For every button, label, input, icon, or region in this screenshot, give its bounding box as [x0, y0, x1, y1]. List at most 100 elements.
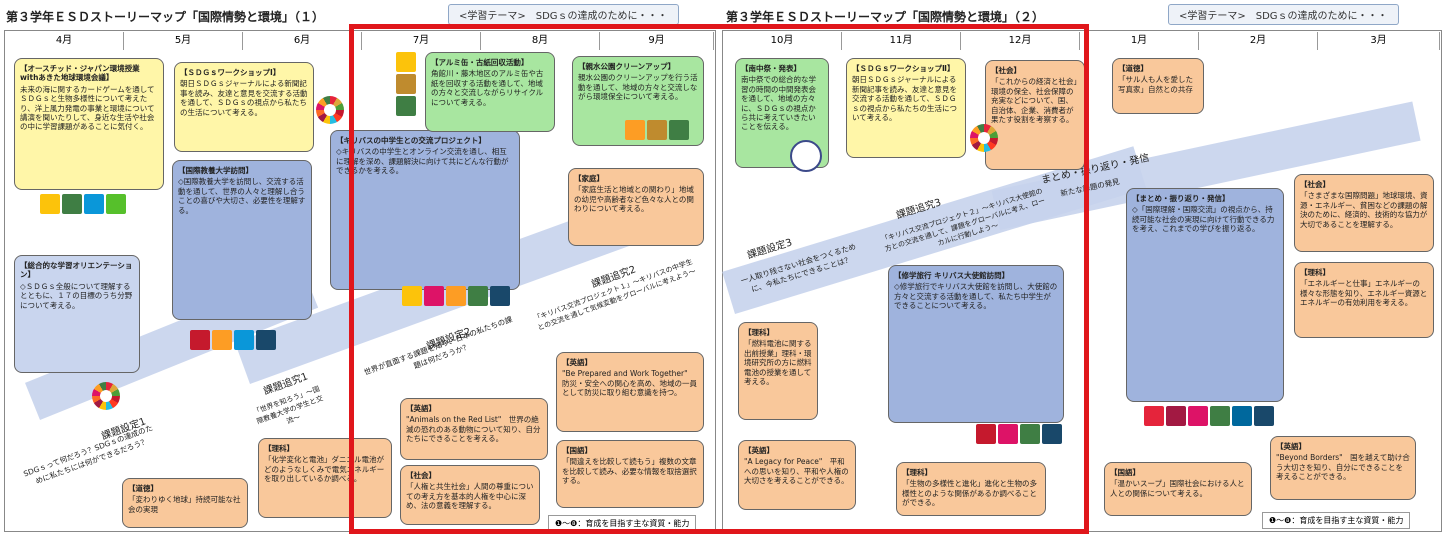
month-10: 10月 [723, 32, 842, 50]
box-body: 南中祭での総合的な学習の時間の中間発表会を通して、地域の方々に、ＳＤＧｓの視点か… [741, 75, 816, 132]
month-7: 7月 [362, 32, 481, 50]
box-ostechid-class: 【オースチッド・ジャパン環境授業withあきた地球環境会議】未来の海に関するカー… [14, 58, 164, 190]
month-9: 9月 [600, 32, 714, 50]
sdg-wheel-icon [970, 124, 998, 152]
box-sdgs-workshop-2: 【ＳＤＧｓワークショップⅡ】朝日ＳＤＧｓジャーナルによる新聞記事を読み、友達と意… [846, 58, 966, 158]
sdg-12-icon [396, 74, 416, 94]
box-head: 【オースチッド・ジャパン環境授業withあきた地球環境会議】 [20, 64, 140, 83]
sdg-11-icon [212, 330, 232, 350]
box-head: 【ＳＤＧｓワークショップⅡ】 [852, 64, 955, 73]
month-3: 3月 [1318, 32, 1440, 50]
month-5: 5月 [124, 32, 243, 50]
sdg-10-icon [998, 424, 1018, 444]
month-12: 12月 [961, 32, 1080, 50]
box-body: ◇「国際理解・国際交流」の視点から、持続可能な社会の実現に向けて行動できる力を考… [1132, 205, 1275, 234]
box-head: 【アルミ缶・古紙回収活動】 [431, 58, 529, 67]
sdg-17-icon [1042, 424, 1062, 444]
month-2: 2月 [1199, 32, 1318, 50]
sdg-10-icon [1188, 406, 1208, 426]
sdg-12-icon [647, 120, 667, 140]
sdg-8-icon [1166, 406, 1186, 426]
box-body: 「燃料電池に関する出前授業」理科・環境研究所の方に燃料電池の授業を通して考える。 [744, 339, 812, 386]
highlight-frame [349, 24, 1089, 534]
sdg-goal-icons [190, 330, 276, 350]
box-head: 【道徳】 [128, 484, 158, 493]
box-social-human-rights: 【社会】「人権と共生社会」人間の尊重についての考え方を基本的人権を中心に深め、法… [400, 465, 540, 525]
box-head: 【まとめ・振り返り・発信】 [1132, 194, 1230, 203]
box-japanese-soup: 【国語】「温かいスープ」国際社会における人と人との関係について考える。 [1104, 462, 1252, 516]
box-head: 【国語】 [562, 446, 592, 455]
sdg-17-icon [490, 286, 510, 306]
sdg-17-icon [256, 330, 276, 350]
box-body: "Be Prepared and Work Together" 防災・安全への関… [562, 369, 697, 398]
box-body: 朝日ＳＤＧｓジャーナルによる新聞記事を読み、友達と意見を交流する活動を通して、Ｓ… [852, 75, 957, 122]
box-head: 【理科】 [744, 328, 774, 337]
box-kiribati-project: 【キリバスの中学生との交流プロジェクト】◇キリバスの中学生とオンライン交流を通し… [330, 130, 520, 290]
box-body: 「人権と共生社会」人間の尊重についての考え方を基本的人権を中心に深め、法の意義を… [406, 482, 534, 511]
sdg-goal-icons [402, 286, 510, 306]
box-head: 【理科】 [1300, 268, 1330, 277]
box-body: ◇キリバスの中学生とオンライン交流を通し、相互に理解を深め、課題解決に向けて共に… [336, 147, 509, 176]
sdg-13-icon [1020, 424, 1040, 444]
sdg-7-icon [402, 286, 422, 306]
sdg-goal-icons [396, 52, 416, 116]
box-body: ◇修学旅行でキリバス大使館を訪問し、大使館の方々と交流する活動を通して、私たち中… [894, 282, 1058, 311]
sdg-goal-icons [40, 194, 126, 214]
box-fuel-cell-class: 【理科】「燃料電池に関する出前授業」理科・環境研究所の方に燃料電池の授業を通して… [738, 322, 818, 420]
box-body: 「変わりゆく地球」持続可能な社会の実現 [128, 495, 241, 514]
box-science-battery: 【理科】「化学変化と電池」ダニエル電池がどのようなしくみで電気エネルギーを取り出… [258, 438, 392, 518]
box-body: 「生物の多様性と進化」進化と生物の多様性とのような関係があるか調べることができる… [902, 479, 1037, 508]
sdg-10-icon [424, 286, 444, 306]
box-home-economics: 【家庭】「家庭生活と地域との関わり」地域の幼児や高齢者など色々な人との関わりにつ… [568, 168, 704, 246]
box-body: ◇国際教養大学を訪問し、交流する活動を通して、世界の人々と理解し合うことの喜びや… [178, 177, 306, 215]
box-body: 「家庭生活と地域との関わり」地域の幼児や高齢者など色々な人との関わりについて考え… [574, 185, 694, 214]
box-japanese-reading: 【国語】「間違えを比較して読もう」複数の文章を比較して読み、必要な情報を取捨選択… [556, 440, 704, 508]
sdg-16-icon [1232, 406, 1252, 426]
box-park-cleanup: 【親水公園クリーンアップ】親水公園のクリーンアップを行う活動を通して、地域の方々… [572, 56, 704, 146]
sdg-wheel-icon [92, 382, 120, 410]
box-head: 【社会】 [991, 66, 1021, 75]
box-head: 【国際教養大学訪問】 [178, 166, 253, 175]
box-orientation: 【総合的な学習オリエンテーション】◇ＳＤＧｓ全般について理解するとともに、１７の… [14, 255, 140, 373]
sdg-17-icon [1254, 406, 1274, 426]
box-body: 角館川・藤木地区のアルミ缶や古紙を回収する活動を通して、地域の方々と交流しながら… [431, 69, 544, 107]
sdg-4-icon [190, 330, 210, 350]
box-body: 「温かいスープ」国際社会における人と人との関係について考える。 [1110, 479, 1245, 498]
box-english-prepared: 【英語】 "Be Prepared and Work Together" 防災・安… [556, 352, 704, 432]
sdg-13-icon [468, 286, 488, 306]
sdg-7-icon [396, 52, 416, 72]
box-body: ◇ＳＤＧｓ全般について理解するとともに、１７の目標のうち分野について考える。 [20, 281, 133, 310]
kiribati-emblem-icon [790, 140, 822, 172]
box-body: 「エネルギーと仕事」エネルギーの様々な形態を知り、エネルギー資源とエネルギーの有… [1300, 279, 1428, 308]
sdg-7-icon [40, 194, 60, 214]
sdg-15-icon [106, 194, 126, 214]
box-head: 【英語】 [562, 358, 592, 367]
box-social-economy: 【社会】「これからの経済と社会」環境の保全、社会保障の充実などについて、国、自治… [985, 60, 1085, 170]
box-head: 【英語】 [406, 404, 436, 413]
sdg-goal-icons [976, 424, 1062, 444]
left-page-title: 第３学年ＥＳＤストーリーマップ「国際情勢と環境」（１） [6, 10, 325, 24]
box-body: "Animals on the Red List" 世界の絶滅の恐れのある動物に… [406, 415, 541, 444]
box-head: 【修学旅行 キリバス大使館訪問】 [894, 271, 1010, 280]
sdg-goal-icons [1144, 406, 1274, 426]
box-head: 【親水公園クリーンアップ】 [578, 62, 676, 71]
sdg-1-icon [1144, 406, 1164, 426]
box-head: 【南中祭・発表】 [741, 64, 801, 73]
box-summary-reflection: 【まとめ・振り返り・発信】 ◇「国際理解・国際交流」の視点から、持続可能な社会の実… [1126, 188, 1284, 402]
box-head: 【社会】 [1300, 180, 1330, 189]
box-sdgs-workshop-1: 【ＳＤＧｓワークショップⅠ】朝日ＳＤＧｓジャーナルによる新聞記事を読み、友達と意… [174, 62, 314, 152]
box-science-energy: 【理科】「エネルギーと仕事」エネルギーの様々な形態を知り、エネルギー資源とエネル… [1294, 262, 1434, 338]
sdg-goal-icons [625, 120, 689, 140]
box-head: 【国語】 [1110, 468, 1140, 477]
month-8: 8月 [481, 32, 600, 50]
box-head: 【英語】 [1276, 442, 1306, 451]
box-body: 未来の海に関するカードゲームを通してＳＤＧｓと生物多様性について考えたり、洋上風… [20, 84, 155, 132]
sdg-13-icon [62, 194, 82, 214]
box-body: 「さまざまな国際問題」地球環境、資源・エネルギー、貧困などの課題の解決のために、… [1300, 191, 1428, 229]
box-english-red-list: 【英語】 "Animals on the Red List" 世界の絶滅の恐れのあ… [400, 398, 548, 460]
box-embassy-visit: 【修学旅行 キリバス大使館訪問】 ◇修学旅行でキリバス大使館を訪問し、大使館の方々… [888, 265, 1064, 423]
box-body: 「これからの経済と社会」環境の保全、社会保障の充実などについて、国、自治体、企業… [991, 77, 1078, 124]
month-6: 6月 [243, 32, 362, 50]
box-body: "A Legacy for Peace" 平和への思いを知り、平和や人権の大切さ… [744, 457, 849, 486]
box-body: 「化学変化と電池」ダニエル電池がどのようなしくみで電気エネルギーを取り出している… [264, 455, 385, 484]
